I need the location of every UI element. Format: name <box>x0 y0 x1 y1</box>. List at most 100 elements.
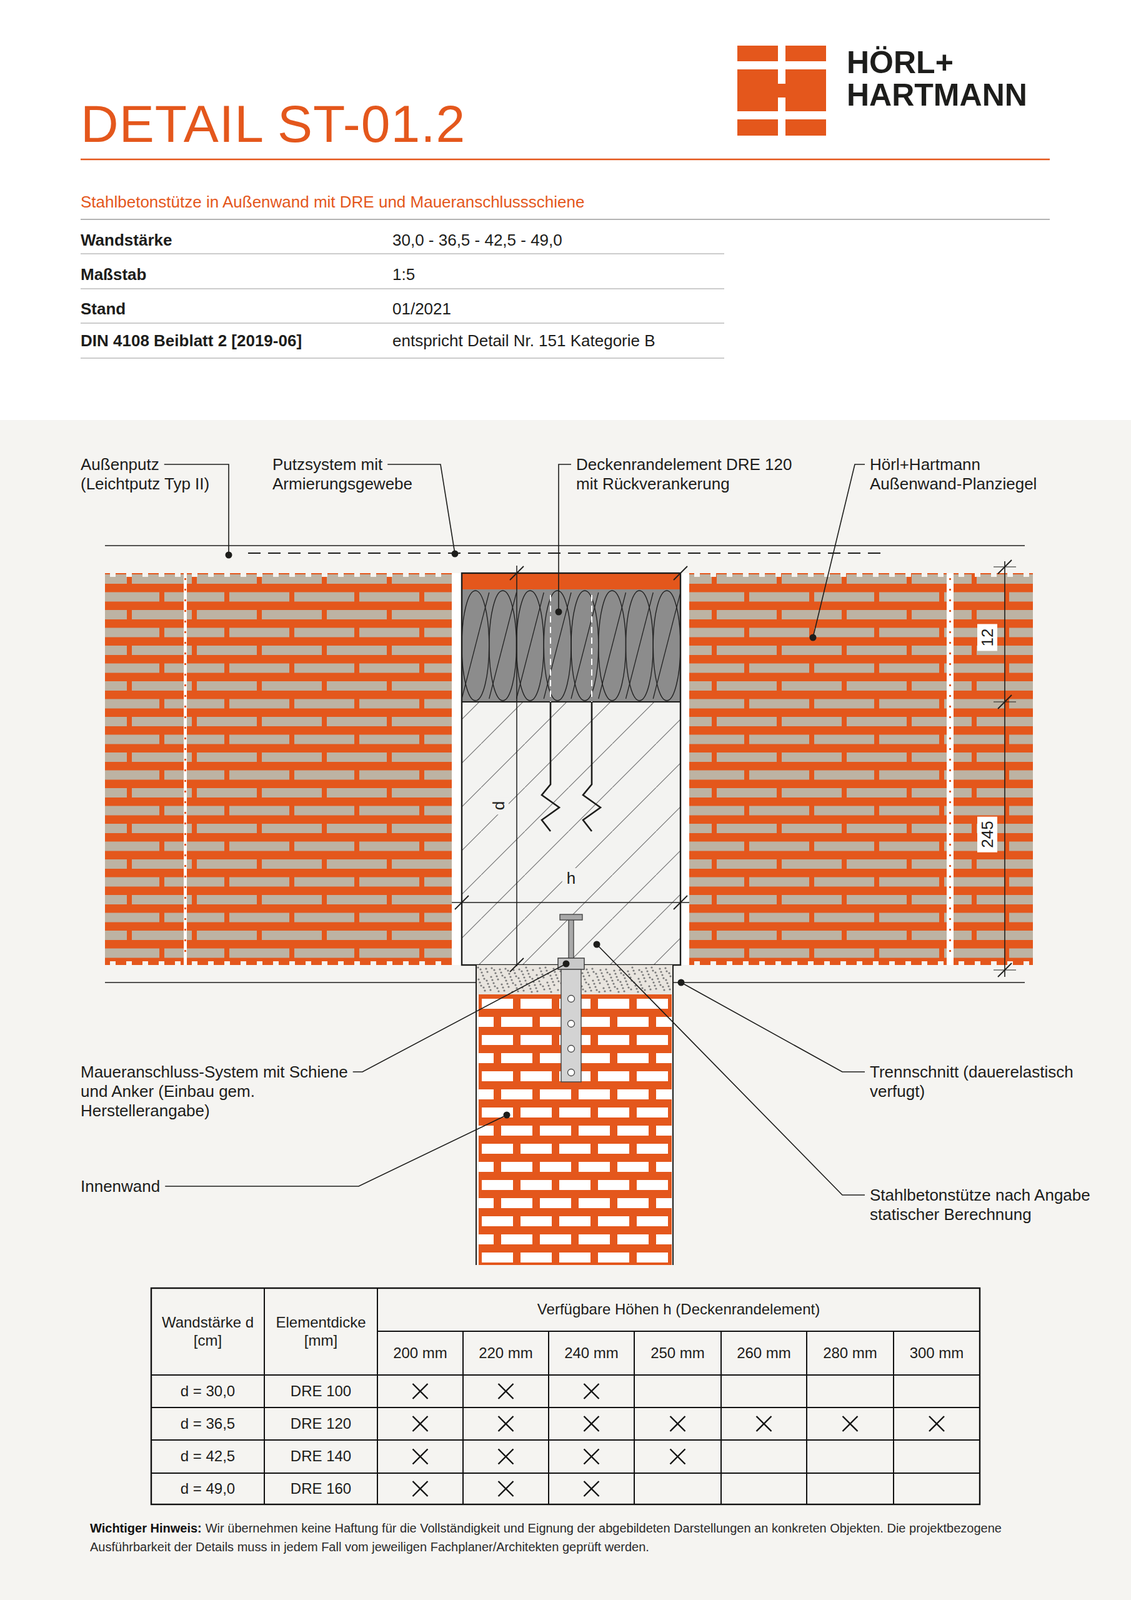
mortar-speckle <box>643 988 646 991</box>
mortar-speckle <box>530 990 533 993</box>
mortar-speckle <box>650 966 653 968</box>
mortar-speckle <box>613 985 616 988</box>
availability-mark <box>584 1415 600 1431</box>
mortar-speckle <box>551 980 554 983</box>
mortar-speckle <box>652 981 655 983</box>
brick-tooth <box>435 572 442 577</box>
insulation-edge <box>461 701 681 703</box>
mortar-speckle <box>586 971 589 973</box>
mortar-speckle <box>659 970 662 973</box>
mortar-speckle <box>623 976 626 979</box>
brick-tooth <box>273 961 279 965</box>
mortar-speckle <box>506 982 509 985</box>
brick-tooth <box>321 961 328 965</box>
leader-line <box>164 1114 507 1186</box>
wool-loop <box>652 590 681 701</box>
brick-tooth <box>759 572 765 577</box>
brick-tooth <box>256 572 263 577</box>
leader-line <box>558 464 572 612</box>
leader-dot <box>677 979 685 987</box>
mortar-speckle <box>523 976 525 978</box>
brick-tooth <box>824 572 830 577</box>
wall-brick <box>104 572 184 965</box>
mortar-speckle <box>538 979 540 982</box>
mortar-speckle <box>517 976 520 979</box>
availability-mark <box>498 1449 514 1465</box>
mortar-speckle <box>486 970 489 973</box>
rail-stem <box>568 918 574 963</box>
dimension-tick <box>509 957 524 972</box>
wool-line <box>461 592 490 699</box>
mortar-speckle <box>664 978 667 981</box>
mortar-speckle <box>478 981 481 983</box>
brick-tooth <box>872 961 879 965</box>
brick-tooth <box>289 572 295 577</box>
reinforcement-mesh <box>248 552 886 554</box>
mortar-speckle <box>640 970 643 973</box>
brick-tooth <box>726 961 733 965</box>
mortar-speckle <box>528 984 530 987</box>
mortar-speckle <box>584 981 587 983</box>
mortar-speckle <box>499 971 502 973</box>
mortar-speckle <box>496 977 499 980</box>
mortar-speckle <box>582 974 585 977</box>
page-title: DETAIL ST-01.2 <box>80 92 466 156</box>
availability-mark <box>842 1415 858 1431</box>
brick-tooth <box>240 961 247 965</box>
rail-clip <box>558 957 585 970</box>
mortar-speckle <box>541 984 544 987</box>
brick-tooth <box>694 572 700 577</box>
mortar-speckle <box>477 977 480 980</box>
mortar-speckle <box>602 986 605 989</box>
mortar-speckle <box>636 990 639 993</box>
mortar-speckle <box>486 982 489 985</box>
mortar-speckle <box>621 986 624 989</box>
logo-square <box>737 45 827 136</box>
table-header: 300 mm <box>893 1330 980 1375</box>
dimension-symbol: h <box>562 867 580 888</box>
leader-lines <box>164 464 865 1195</box>
wool-line <box>516 592 545 699</box>
leader-line <box>596 944 865 1195</box>
wool-loop <box>516 590 545 701</box>
leader-dot <box>593 941 601 948</box>
mortar-speckle <box>516 989 519 992</box>
availability-mark <box>498 1480 514 1496</box>
availability-mark <box>584 1449 600 1465</box>
brick-tooth <box>889 572 895 577</box>
plaster-gap <box>680 572 690 965</box>
mortar-speckle <box>654 987 657 990</box>
mortar-speckle <box>476 966 479 968</box>
brick-tooth <box>775 572 782 577</box>
mortar-speckle <box>550 977 553 980</box>
mortar-speckle <box>584 989 587 992</box>
mortar-speckle <box>589 989 592 992</box>
brand-name: HARTMANN <box>846 76 1028 114</box>
mortar-speckle <box>641 973 644 976</box>
brick-tooth <box>856 572 863 577</box>
table-cell: DRE 140 <box>264 1439 378 1473</box>
callout-label: Hörl+Hartmann Außenwand-Planziegel <box>869 454 1070 494</box>
availability-mark <box>584 1383 600 1399</box>
mortar-speckle <box>553 983 555 986</box>
brick-tooth <box>840 572 847 577</box>
brick-tooth <box>419 961 425 965</box>
wool-line <box>543 592 572 699</box>
mortar-speckle <box>651 977 653 980</box>
brick-tooth <box>824 961 830 965</box>
brick-tooth <box>958 572 965 577</box>
row-rule <box>80 322 725 324</box>
availability-mark <box>670 1449 686 1465</box>
brick-tooth <box>158 572 165 577</box>
mortar-speckle <box>543 987 545 990</box>
mortar-speckle <box>482 986 485 988</box>
wool-loop <box>571 590 599 701</box>
mortar-speckle <box>606 982 609 985</box>
mortar-speckle <box>547 984 550 987</box>
mortar-speckle <box>529 987 532 990</box>
mortar-speckle <box>503 989 505 992</box>
brick-tooth <box>840 961 847 965</box>
mortar-speckle <box>662 988 665 991</box>
mortar-speckle <box>520 969 523 972</box>
